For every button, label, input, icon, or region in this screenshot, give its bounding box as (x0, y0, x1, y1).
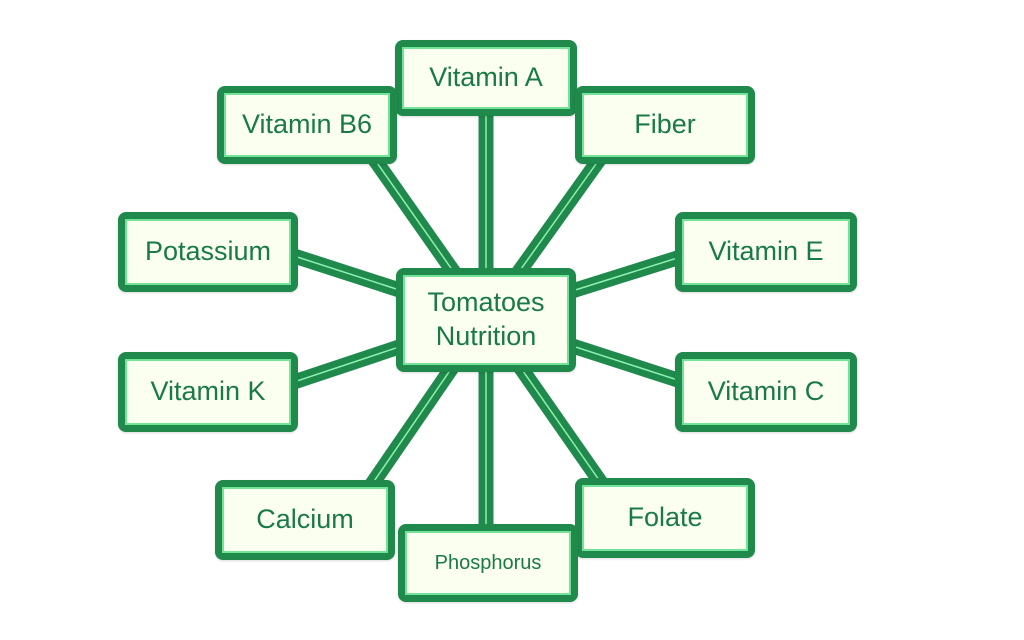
node-vitamin-k: Vitamin K (118, 352, 298, 432)
node-label: Vitamin B6 (241, 109, 373, 140)
center-node-tomatoes-nutrition: Tomatoes Nutrition (396, 268, 576, 372)
node-phosphorus: Phosphorus (398, 524, 578, 602)
node-folate: Folate (575, 478, 755, 558)
node-fiber: Fiber (575, 86, 755, 164)
node-label: Vitamin A (429, 62, 543, 93)
node-label: Fiber (634, 109, 696, 140)
node-calcium: Calcium (215, 480, 395, 560)
node-vitamin-e: Vitamin E (675, 212, 857, 292)
node-vitamin-b6: Vitamin B6 (217, 86, 397, 164)
node-label: Vitamin K (150, 376, 266, 407)
node-vitamin-a: Vitamin A (395, 40, 577, 116)
center-title-line-1: Tomatoes (427, 287, 545, 318)
node-label: Vitamin E (708, 236, 824, 267)
node-label: Folate (627, 502, 703, 533)
node-potassium: Potassium (118, 212, 298, 292)
node-label: Potassium (144, 236, 272, 267)
node-vitamin-c: Vitamin C (675, 352, 857, 432)
center-title-line-2: Nutrition (435, 321, 537, 351)
node-label: Vitamin C (707, 376, 825, 407)
node-label: Phosphorus (434, 551, 542, 574)
node-label: Calcium (256, 504, 354, 535)
